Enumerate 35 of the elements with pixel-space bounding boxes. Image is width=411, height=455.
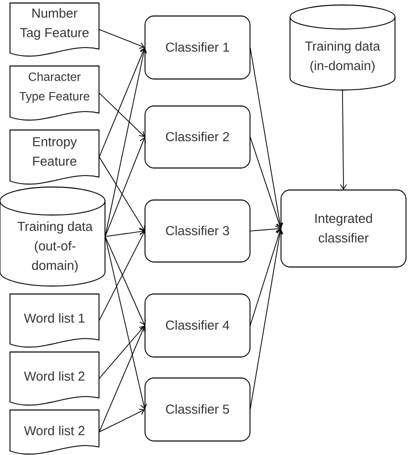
- arrow: [98, 92, 145, 137]
- arrow: [104, 236, 146, 326]
- arrow: [98, 408, 145, 432]
- arrow: [340, 90, 347, 190]
- arrow: [104, 236, 147, 410]
- arrow: [104, 48, 148, 237]
- node-label: Training data (in-domain): [305, 41, 380, 73]
- document-box: Word list 2: [10, 410, 100, 454]
- process-box: Classifier 5: [144, 378, 250, 442]
- process-box: Classifier 1: [144, 16, 250, 80]
- document-box: Entropy Feature: [10, 130, 100, 184]
- arrow: [98, 48, 146, 158]
- database-cylinder: Training data (out-of-domain): [0, 186, 106, 286]
- arrow: [104, 228, 145, 237]
- node-label: Training data (out-of-domain): [18, 221, 93, 273]
- arrow: [250, 228, 284, 410]
- arrow: [250, 228, 282, 326]
- document-box: Number Tag Feature: [10, 2, 100, 56]
- arrow: [104, 137, 146, 237]
- arrow: [250, 226, 281, 232]
- document-box: Word list 1: [10, 294, 100, 348]
- arrow: [98, 156, 146, 231]
- arrow: [98, 231, 146, 321]
- arrow: [250, 136, 282, 228]
- process-box: Classifier 3: [144, 200, 250, 262]
- arrow: [98, 29, 145, 49]
- arrow: [98, 326, 146, 432]
- document-box: Word list 2: [10, 352, 100, 406]
- process-box: Classifier 2: [144, 106, 250, 168]
- process-box: Classifier 4: [144, 294, 250, 358]
- arrow: [98, 326, 145, 379]
- arrow: [250, 47, 284, 228]
- process-box: Integrated classifier: [280, 190, 406, 268]
- document-box: Character Type Feature: [10, 66, 100, 120]
- database-cylinder: Training data (in-domain): [290, 4, 396, 90]
